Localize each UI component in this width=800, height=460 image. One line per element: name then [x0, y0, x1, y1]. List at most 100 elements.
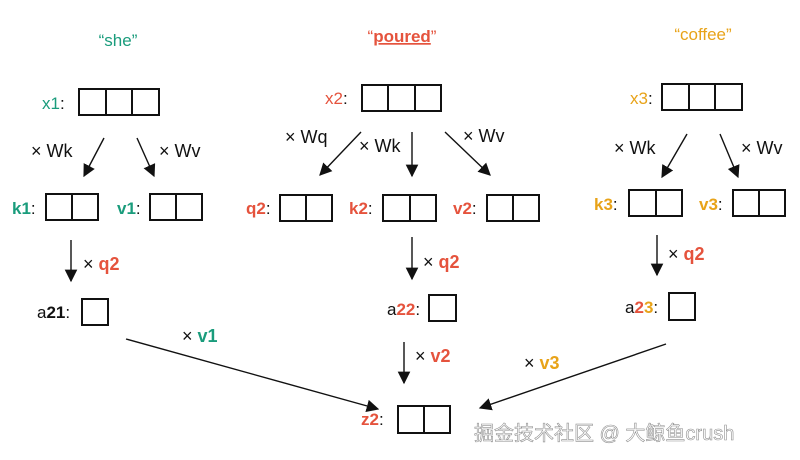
a22-label: a22: — [387, 300, 420, 319]
z2-vector — [397, 405, 451, 434]
a21-box — [81, 298, 109, 326]
a23-sub-3: 3 — [644, 298, 653, 317]
arrow-x3-to-k3 — [661, 133, 688, 179]
word-coffee: “coffee” — [674, 25, 732, 44]
op-k1-q2-times: × — [83, 254, 94, 274]
v1-colon: : — [136, 199, 141, 218]
a21-colon: : — [65, 303, 70, 322]
q2-label: q2: — [246, 199, 271, 218]
x1-name: x1 — [42, 94, 60, 113]
k2-label: k2: — [349, 199, 373, 218]
q2-vector — [279, 194, 333, 222]
v2-vector — [486, 194, 540, 222]
v3-colon: : — [718, 195, 723, 214]
x2-name: x2 — [325, 89, 343, 108]
x1-label: x1: — [42, 94, 65, 113]
a22-prefix: a — [387, 300, 397, 319]
k1-vector — [45, 193, 99, 221]
op-x2-wk-text: Wk — [375, 136, 402, 156]
v1-label: v1: — [117, 199, 141, 218]
a23-box — [668, 292, 696, 321]
x3-label: x3: — [630, 89, 653, 108]
word-poured: “poured” — [368, 27, 437, 46]
op-a23-v3-text: v3 — [540, 353, 560, 373]
arrow-x2-to-v2 — [444, 131, 491, 176]
k1-name: k1 — [12, 199, 31, 218]
op-a23-v3-times: × — [524, 353, 535, 373]
op-x1-wk: ×Wk — [31, 141, 74, 161]
z2-colon: : — [379, 410, 384, 429]
k2-colon: : — [368, 199, 373, 218]
arrow-x1-to-v1 — [136, 137, 156, 178]
op-a22-v2-times: × — [415, 346, 426, 366]
a23-prefix: a — [625, 298, 635, 317]
a23-sub-2: 2 — [634, 298, 643, 317]
a21-label: a21: — [37, 303, 70, 322]
op-x2-wq-times: × — [285, 127, 296, 147]
x3-name: x3 — [630, 89, 648, 108]
k1-label: k1: — [12, 199, 36, 218]
arrow-a23-to-z2 — [478, 343, 667, 411]
op-a21-v1-times: × — [182, 326, 193, 346]
a22-sub: 22 — [396, 300, 415, 319]
k1-colon: : — [31, 199, 36, 218]
x2-label: x2: — [325, 89, 348, 108]
op-x3-wk: ×Wk — [614, 138, 657, 158]
op-k3-q2-times: × — [668, 244, 679, 264]
op-a22-v2: ×v2 — [415, 346, 451, 366]
x2-colon: : — [343, 89, 348, 108]
z2-label: z2: — [361, 410, 384, 429]
x3-colon: : — [648, 89, 653, 108]
v1-name: v1 — [117, 199, 136, 218]
arrow-x1-to-k1 — [83, 137, 105, 178]
op-k1-q2-text: q2 — [99, 254, 120, 274]
op-x1-wv: ×Wv — [159, 141, 201, 161]
op-x2-wv: ×Wv — [463, 126, 505, 146]
v3-name: v3 — [699, 195, 718, 214]
arrow-a21-to-z2 — [125, 338, 380, 413]
v3-label: v3: — [699, 195, 723, 214]
k3-label: k3: — [594, 195, 618, 214]
op-a23-v3: ×v3 — [524, 353, 560, 373]
op-a22-v2-text: v2 — [431, 346, 451, 366]
a21-sub: 21 — [46, 303, 65, 322]
op-k2-q2-times: × — [423, 252, 434, 272]
a22-box — [428, 294, 457, 322]
op-x1-wk-text: Wk — [47, 141, 74, 161]
v2-colon: : — [472, 199, 477, 218]
op-k3-q2: ×q2 — [668, 244, 705, 264]
op-x2-wv-times: × — [463, 126, 474, 146]
a21-prefix: a — [37, 303, 47, 322]
op-x1-wv-times: × — [159, 141, 170, 161]
op-x3-wv: ×Wv — [741, 138, 783, 158]
op-k1-q2: ×q2 — [83, 254, 120, 274]
op-x2-wk: ×Wk — [359, 136, 402, 156]
a22-colon: : — [415, 300, 420, 319]
z2-name: z2 — [361, 410, 379, 429]
k2-name: k2 — [349, 199, 368, 218]
x1-colon: : — [60, 94, 65, 113]
k2-vector — [382, 194, 437, 222]
word-she: “she” — [99, 31, 138, 50]
op-x3-wv-times: × — [741, 138, 752, 158]
op-x3-wk-times: × — [614, 138, 625, 158]
op-k2-q2: ×q2 — [423, 252, 460, 272]
op-x1-wk-times: × — [31, 141, 42, 161]
v3-vector — [732, 189, 786, 217]
op-x2-wv-text: Wv — [479, 126, 505, 146]
op-x3-wk-text: Wk — [630, 138, 657, 158]
op-x2-wq-text: Wq — [301, 127, 328, 147]
v1-vector — [149, 193, 203, 221]
arrow-x3-to-v3 — [719, 133, 740, 179]
op-a21-v1-text: v1 — [198, 326, 218, 346]
op-x3-wv-text: Wv — [757, 138, 783, 158]
op-k2-q2-text: q2 — [439, 252, 460, 272]
x2-vector — [361, 84, 442, 112]
op-a21-v1: ×v1 — [182, 326, 218, 346]
op-x2-wk-times: × — [359, 136, 370, 156]
word-poured-close-quote: ” — [431, 27, 437, 46]
q2-colon: : — [266, 199, 271, 218]
x1-vector — [78, 88, 160, 116]
a23-colon: : — [653, 298, 658, 317]
arrow-x2-to-q2 — [319, 131, 362, 176]
